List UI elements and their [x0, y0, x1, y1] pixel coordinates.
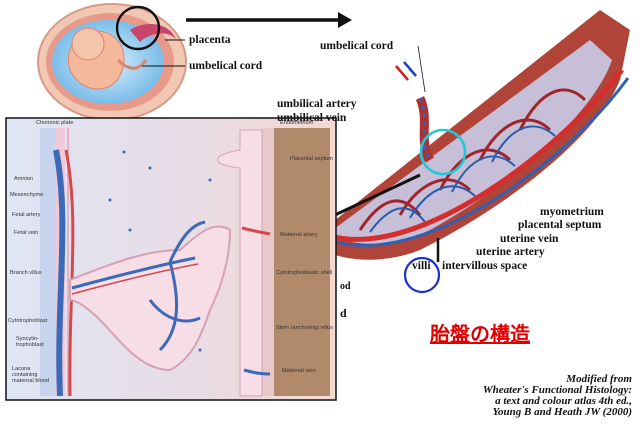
histo-label-amnion: Amnion: [14, 176, 33, 182]
placenta-cross-section: [310, 10, 630, 292]
label-uterine-vein: uterine vein: [500, 233, 558, 245]
label-villi: villi: [412, 260, 431, 272]
histo-label-branch-villus: Branch villus: [10, 270, 42, 276]
histo-label-syncytiotrophoblast: Syncytio- trophoblast: [16, 336, 44, 348]
histo-label-mesenchyme: Mesenchyme: [10, 192, 43, 198]
arrow-icon: [186, 12, 352, 28]
fetus-illustration: [38, 4, 186, 120]
fetus-label-placenta: placenta: [189, 34, 231, 46]
citation-line-4: Young B and Heath JW (2000): [372, 407, 632, 418]
label-intervillous-space: intervillous space: [442, 260, 527, 272]
fetus-label-umbilical-cord: umbelical cord: [189, 60, 262, 72]
histology-panel: [6, 118, 336, 400]
label-blood-fragment: od: [340, 281, 351, 292]
citation: Modified from Wheater's Functional Histo…: [372, 374, 632, 418]
label-myometrium: myometrium: [540, 206, 604, 218]
label-d-fragment: d: [340, 306, 347, 321]
histo-label-endometrium: Endometrium: [280, 120, 313, 126]
label-umbilical-cord: umbelical cord: [320, 40, 393, 52]
histo-label-chorionic-plate: Chorionic plate: [36, 120, 73, 126]
histo-label-stem-villus: Stem (anchoring) villus: [276, 325, 333, 331]
histo-label-maternal-artery: Maternal artery: [280, 232, 318, 238]
histo-label-cytotrophoblast: Cytotrophoblast: [8, 318, 47, 324]
label-umbilical-artery: umbilical artery: [277, 98, 357, 110]
label-uterine-artery: uterine artery: [476, 246, 545, 258]
histo-label-placental-septum: Placental septum: [290, 156, 333, 162]
label-placental-septum: placental septum: [518, 219, 601, 231]
page-title: 胎盤の構造: [430, 318, 530, 347]
histo-label-fetal-vein: Fetal vein: [14, 230, 38, 236]
histo-label-maternal-vein: Maternal vein: [282, 368, 316, 374]
histo-label-lacuna: Lacuna containing maternal blood: [12, 366, 49, 384]
histo-label-cytotrophoblastic-shell: Cytotrophoblastic shell: [276, 270, 332, 276]
histo-label-fetal-artery: Fetal artery: [12, 212, 40, 218]
